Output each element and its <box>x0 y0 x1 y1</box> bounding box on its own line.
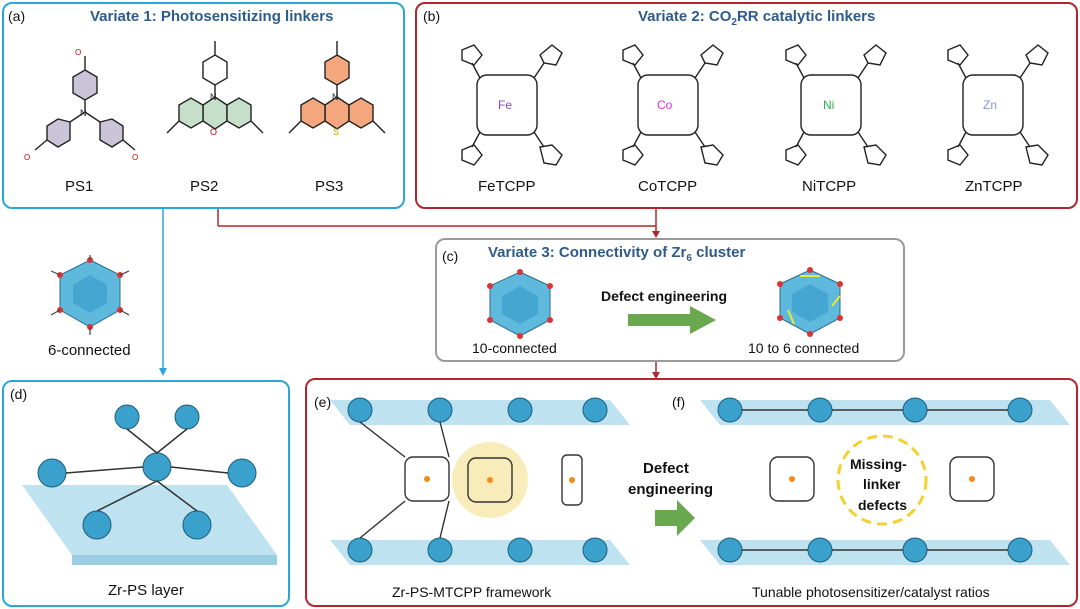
defective-cluster <box>777 267 843 337</box>
mid-arrow-line1: Defect <box>643 460 689 477</box>
zntcpp-structure: Zn <box>947 44 1049 166</box>
zr-ps-layer-illustration <box>22 404 277 565</box>
ten-connected-cluster <box>487 269 553 339</box>
ps3-structure: N S <box>288 41 386 137</box>
zr-ps-mtcpp-illustration <box>330 397 630 565</box>
ps1-structure: N O O O <box>24 48 138 162</box>
ps1-label: PS1 <box>65 178 94 195</box>
nitcpp-label: NiTCPP <box>802 178 857 195</box>
six-connected-label: 6-connected <box>48 342 131 359</box>
zr-ps-layer-label: Zr-PS layer <box>108 582 184 599</box>
six-connected-cluster <box>50 255 130 335</box>
cotcpp-label: CoTCPP <box>638 178 698 195</box>
green-arrow-icon <box>628 306 716 334</box>
missing-linker-illustration <box>700 397 1070 565</box>
defect-engineering-label: Defect engineering <box>601 288 728 304</box>
ps3-label: PS3 <box>315 178 344 195</box>
svg-text:N: N <box>210 92 217 102</box>
zntcpp-label: ZnTCPP <box>965 178 1023 195</box>
fetcpp-structure: Fe <box>461 44 563 166</box>
panel-c <box>435 238 905 362</box>
svg-text:S: S <box>333 127 339 137</box>
zr-ps-mtcpp-label: Zr-PS-MTCPP framework <box>392 584 552 600</box>
missing-linker-text-1: Missing- <box>850 456 907 472</box>
svg-text:O: O <box>24 153 30 162</box>
svg-text:O: O <box>210 127 217 137</box>
panel-b-label: (b) <box>423 8 441 24</box>
svg-text:O: O <box>132 153 138 162</box>
panel-ef <box>305 378 1078 607</box>
svg-text:Ni: Ni <box>823 98 834 112</box>
panel-a-label: (a) <box>8 8 26 24</box>
panel-d <box>2 380 290 607</box>
mid-arrow-line2: engineering <box>628 481 714 498</box>
ten-to-six-label: 10 to 6 connected <box>748 340 860 356</box>
panel-b-title: Variate 2: CO2RR catalytic linkers <box>638 8 876 28</box>
panel-c-label: (c) <box>442 248 459 264</box>
svg-text:Co: Co <box>657 98 673 112</box>
panel-f-label: (f) <box>672 394 686 410</box>
big-green-arrow-icon <box>655 500 695 536</box>
panel-b <box>415 2 1078 209</box>
panel-d-label: (d) <box>10 386 28 402</box>
panel-e-label: (e) <box>314 394 332 410</box>
panel-a-title: Variate 1: Photosensitizing linkers <box>90 8 334 25</box>
panel-c-title: Variate 3: Connectivity of Zr6 cluster <box>488 244 746 264</box>
missing-linker-text-2: linker <box>863 476 901 492</box>
svg-text:Fe: Fe <box>498 98 512 112</box>
svg-text:O: O <box>75 48 81 57</box>
svg-text:N: N <box>80 108 87 118</box>
nitcpp-structure: Ni <box>785 44 887 166</box>
tunable-ratios-label: Tunable photosensitizer/catalyst ratios <box>752 584 990 600</box>
svg-text:Zn: Zn <box>983 98 997 112</box>
ten-connected-label: 10-connected <box>472 340 557 356</box>
missing-linker-text-3: defects <box>858 497 908 513</box>
ps2-label: PS2 <box>190 178 219 195</box>
panel-a <box>2 2 405 209</box>
ps2-structure: N O <box>166 41 264 137</box>
svg-text:N: N <box>332 92 339 102</box>
cotcpp-structure: Co <box>622 44 724 166</box>
fetcpp-label: FeTCPP <box>478 178 536 195</box>
